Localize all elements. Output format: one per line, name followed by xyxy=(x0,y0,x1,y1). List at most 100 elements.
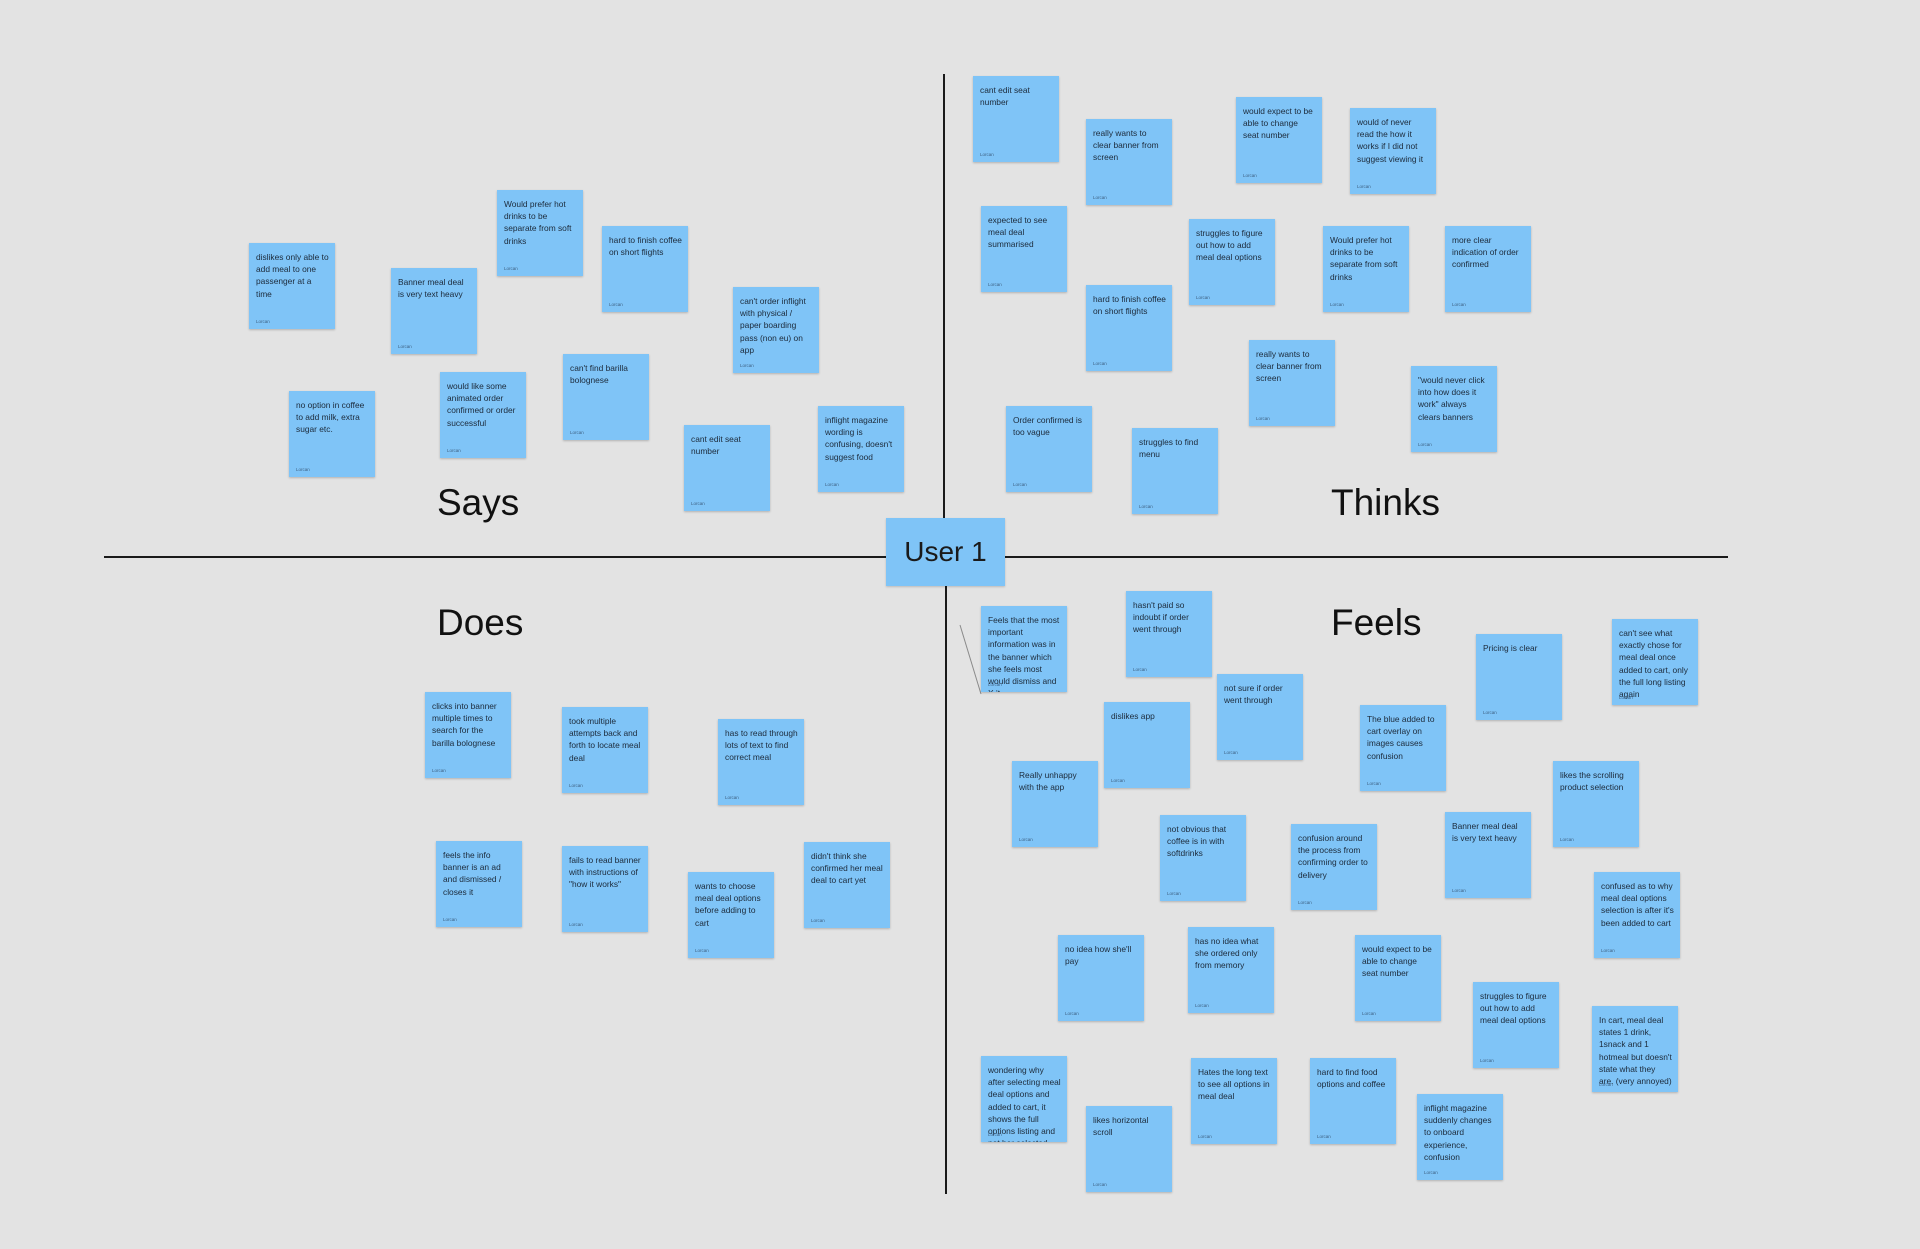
sticky-note-thinks[interactable]: more clear indication of order confirmed… xyxy=(1445,226,1531,312)
sticky-note-says[interactable]: no option in coffee to add milk, extra s… xyxy=(289,391,375,477)
sticky-note-feels[interactable]: In cart, meal deal states 1 drink, 1snac… xyxy=(1592,1006,1678,1092)
sticky-note-does[interactable]: didn't think she confirmed her meal deal… xyxy=(804,842,890,928)
sticky-note-author: Lorcan xyxy=(1065,1011,1079,1016)
sticky-note-text: Feels that the most important informatio… xyxy=(988,615,1060,692)
sticky-note-does[interactable]: took multiple attempts back and forth to… xyxy=(562,707,648,793)
sticky-note-feels[interactable]: The blue added to cart overlay on images… xyxy=(1360,705,1446,791)
sticky-note-author: Lorcan xyxy=(504,266,518,271)
sticky-note-author: Lorcan xyxy=(1298,900,1312,905)
sticky-note-text: confused as to why meal deal options sel… xyxy=(1601,881,1674,928)
sticky-note-says[interactable]: Would prefer hot drinks to be separate f… xyxy=(497,190,583,276)
sticky-note-author: Lorcan xyxy=(1367,781,1381,786)
sticky-note-text: would expect to be able to change seat n… xyxy=(1362,944,1432,979)
sticky-note-text: confusion around the process from confir… xyxy=(1298,833,1368,880)
sticky-note-author: Lorcan xyxy=(988,282,1002,287)
sticky-note-author: Lorcan xyxy=(1198,1134,1212,1139)
sticky-note-text: cant edit seat number xyxy=(691,434,741,457)
sticky-note-thinks[interactable]: would expect to be able to change seat n… xyxy=(1236,97,1322,183)
sticky-note-author: Lorcan xyxy=(1317,1134,1331,1139)
sticky-note-author: Lorcan xyxy=(691,501,705,506)
sticky-note-text: struggles to find menu xyxy=(1139,437,1199,460)
sticky-note-text: wondering why after selecting meal deal … xyxy=(988,1065,1061,1142)
sticky-note-feels[interactable]: confused as to why meal deal options sel… xyxy=(1594,872,1680,958)
sticky-note-feels[interactable]: Hates the long text to see all options i… xyxy=(1191,1058,1277,1144)
sticky-note-text: can't find barilla bolognese xyxy=(570,363,628,386)
sticky-note-thinks[interactable]: struggles to figure out how to add meal … xyxy=(1189,219,1275,305)
sticky-note-author: Lorcan xyxy=(1599,1082,1613,1087)
sticky-note-text: inflight magazine wording is confusing, … xyxy=(825,415,893,462)
sticky-note-feels[interactable]: Feels that the most important informatio… xyxy=(981,606,1067,692)
sticky-note-text: Would prefer hot drinks to be separate f… xyxy=(504,199,572,246)
sticky-note-author: Lorcan xyxy=(1480,1058,1494,1063)
sticky-note-feels[interactable]: has no idea what she ordered only from m… xyxy=(1188,927,1274,1013)
quadrant-label-does: Does xyxy=(437,602,524,643)
sticky-note-feels[interactable]: not obvious that coffee is in with softd… xyxy=(1160,815,1246,901)
sticky-note-text: inflight magazine suddenly changes to on… xyxy=(1424,1103,1492,1162)
sticky-note-author: Lorcan xyxy=(1093,1182,1107,1187)
sticky-note-author: Lorcan xyxy=(570,430,584,435)
sticky-note-text: didn't think she confirmed her meal deal… xyxy=(811,851,883,886)
sticky-note-text: fails to read banner with instructions o… xyxy=(569,855,641,890)
sticky-note-thinks[interactable]: Would prefer hot drinks to be separate f… xyxy=(1323,226,1409,312)
sticky-note-author: Lorcan xyxy=(740,363,754,368)
sticky-note-author: Lorcan xyxy=(1483,710,1497,715)
sticky-note-author: Lorcan xyxy=(1452,302,1466,307)
sticky-note-does[interactable]: has to read through lots of text to find… xyxy=(718,719,804,805)
sticky-note-feels[interactable]: inflight magazine suddenly changes to on… xyxy=(1417,1094,1503,1180)
sticky-note-says[interactable]: dislikes only able to add meal to one pa… xyxy=(249,243,335,329)
sticky-note-does[interactable]: fails to read banner with instructions o… xyxy=(562,846,648,932)
center-title-card[interactable]: User 1 xyxy=(886,518,1005,586)
sticky-note-feels[interactable]: struggles to figure out how to add meal … xyxy=(1473,982,1559,1068)
sticky-note-text: hard to finish coffee on short flights xyxy=(609,235,682,258)
sticky-note-says[interactable]: inflight magazine wording is confusing, … xyxy=(818,406,904,492)
sticky-note-thinks[interactable]: really wants to clear banner from screen… xyxy=(1086,119,1172,205)
sticky-note-thinks[interactable]: "would never click into how does it work… xyxy=(1411,366,1497,452)
sticky-note-thinks[interactable]: would of never read the how it works if … xyxy=(1350,108,1436,194)
sticky-note-author: Lorcan xyxy=(1243,173,1257,178)
sticky-note-feels[interactable]: can't see what exactly chose for meal de… xyxy=(1612,619,1698,705)
sticky-note-feels[interactable]: hasn't paid so indoubt if order went thr… xyxy=(1126,591,1212,677)
sticky-note-text: can't see what exactly chose for meal de… xyxy=(1619,628,1688,700)
sticky-note-thinks[interactable]: really wants to clear banner from screen… xyxy=(1249,340,1335,426)
sticky-note-text: Hates the long text to see all options i… xyxy=(1198,1067,1270,1102)
sticky-note-author: Lorcan xyxy=(443,917,457,922)
sticky-note-does[interactable]: wants to choose meal deal options before… xyxy=(688,872,774,958)
sticky-note-text: Really unhappy with the app xyxy=(1019,770,1077,793)
sticky-note-author: Lorcan xyxy=(569,922,583,927)
sticky-note-feels[interactable]: would expect to be able to change seat n… xyxy=(1355,935,1441,1021)
sticky-note-author: Lorcan xyxy=(825,482,839,487)
sticky-note-author: Lorcan xyxy=(1330,302,1344,307)
sticky-note-text: likes the scrolling product selection xyxy=(1560,770,1624,793)
quadrant-label-feels: Feels xyxy=(1331,602,1422,643)
sticky-note-text: struggles to figure out how to add meal … xyxy=(1196,228,1263,263)
sticky-note-says[interactable]: would like some animated order confirmed… xyxy=(440,372,526,458)
sticky-note-says[interactable]: can't order inflight with physical / pap… xyxy=(733,287,819,373)
sticky-note-does[interactable]: feels the info banner is an ad and dismi… xyxy=(436,841,522,927)
sticky-note-author: Lorcan xyxy=(609,302,623,307)
sticky-note-author: Lorcan xyxy=(447,448,461,453)
sticky-note-feels[interactable]: confusion around the process from confir… xyxy=(1291,824,1377,910)
sticky-note-does[interactable]: clicks into banner multiple times to sea… xyxy=(425,692,511,778)
sticky-note-author: Lorcan xyxy=(296,467,310,472)
sticky-note-author: Lorcan xyxy=(398,344,412,349)
sticky-note-feels[interactable]: wondering why after selecting meal deal … xyxy=(981,1056,1067,1142)
